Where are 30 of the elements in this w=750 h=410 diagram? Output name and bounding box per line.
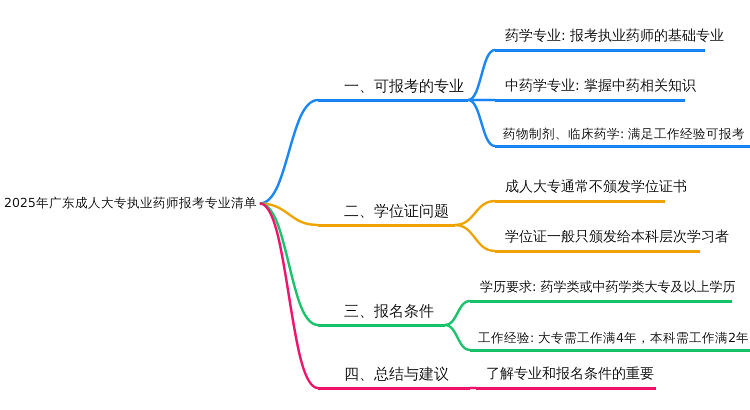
- topic-underline: [470, 330, 750, 352]
- topic-text: 2025年广东成人大专执业药师报考专业清单: [4, 194, 257, 210]
- topic-text: 学位证一般只颁发给本科层次学习者: [505, 228, 729, 246]
- topic-text: 成人大专通常不颁发学位证书: [505, 178, 687, 196]
- topic-underline: [318, 302, 445, 326]
- topic-text: 三、报名条件: [344, 302, 434, 320]
- topic-text: 学历要求: 药学类或中药学类大专及以上学历: [480, 280, 736, 296]
- branch-line: [444, 300, 470, 326]
- branch-line: [454, 224, 496, 252]
- branch-line: [468, 98, 495, 102]
- topic-text: 一、可报考的专业: [344, 76, 464, 94]
- topic-text: 中药学专业: 掌握中药相关知识: [505, 78, 696, 94]
- topic-text: 了解专业和报名条件的重要: [486, 366, 654, 382]
- topic-text: 四、总结与建议: [344, 364, 449, 382]
- topic-text: 药物制剂、临床药学: 满足工作经验可报考: [503, 126, 746, 140]
- topic-underline: [476, 366, 656, 390]
- topic-text: 二、学位证问题: [344, 202, 449, 220]
- branch-line: [259, 98, 318, 205]
- branch-line: [259, 202, 319, 390]
- topic-underline: [318, 76, 468, 102]
- topic-underline: [318, 364, 470, 390]
- branch-line: [454, 200, 496, 226]
- topic-text: 工作经验: 大专需工作满4年，本科需工作满2年: [478, 330, 750, 344]
- topic-underline: [495, 126, 750, 148]
- branch-line: [444, 324, 470, 352]
- topic-underline: [318, 202, 455, 226]
- branch-line: [468, 98, 496, 148]
- branch-line: [470, 386, 476, 390]
- branch-line: [468, 48, 496, 102]
- topic-text: 药学专业: 报考执业药师的基础专业: [505, 28, 724, 44]
